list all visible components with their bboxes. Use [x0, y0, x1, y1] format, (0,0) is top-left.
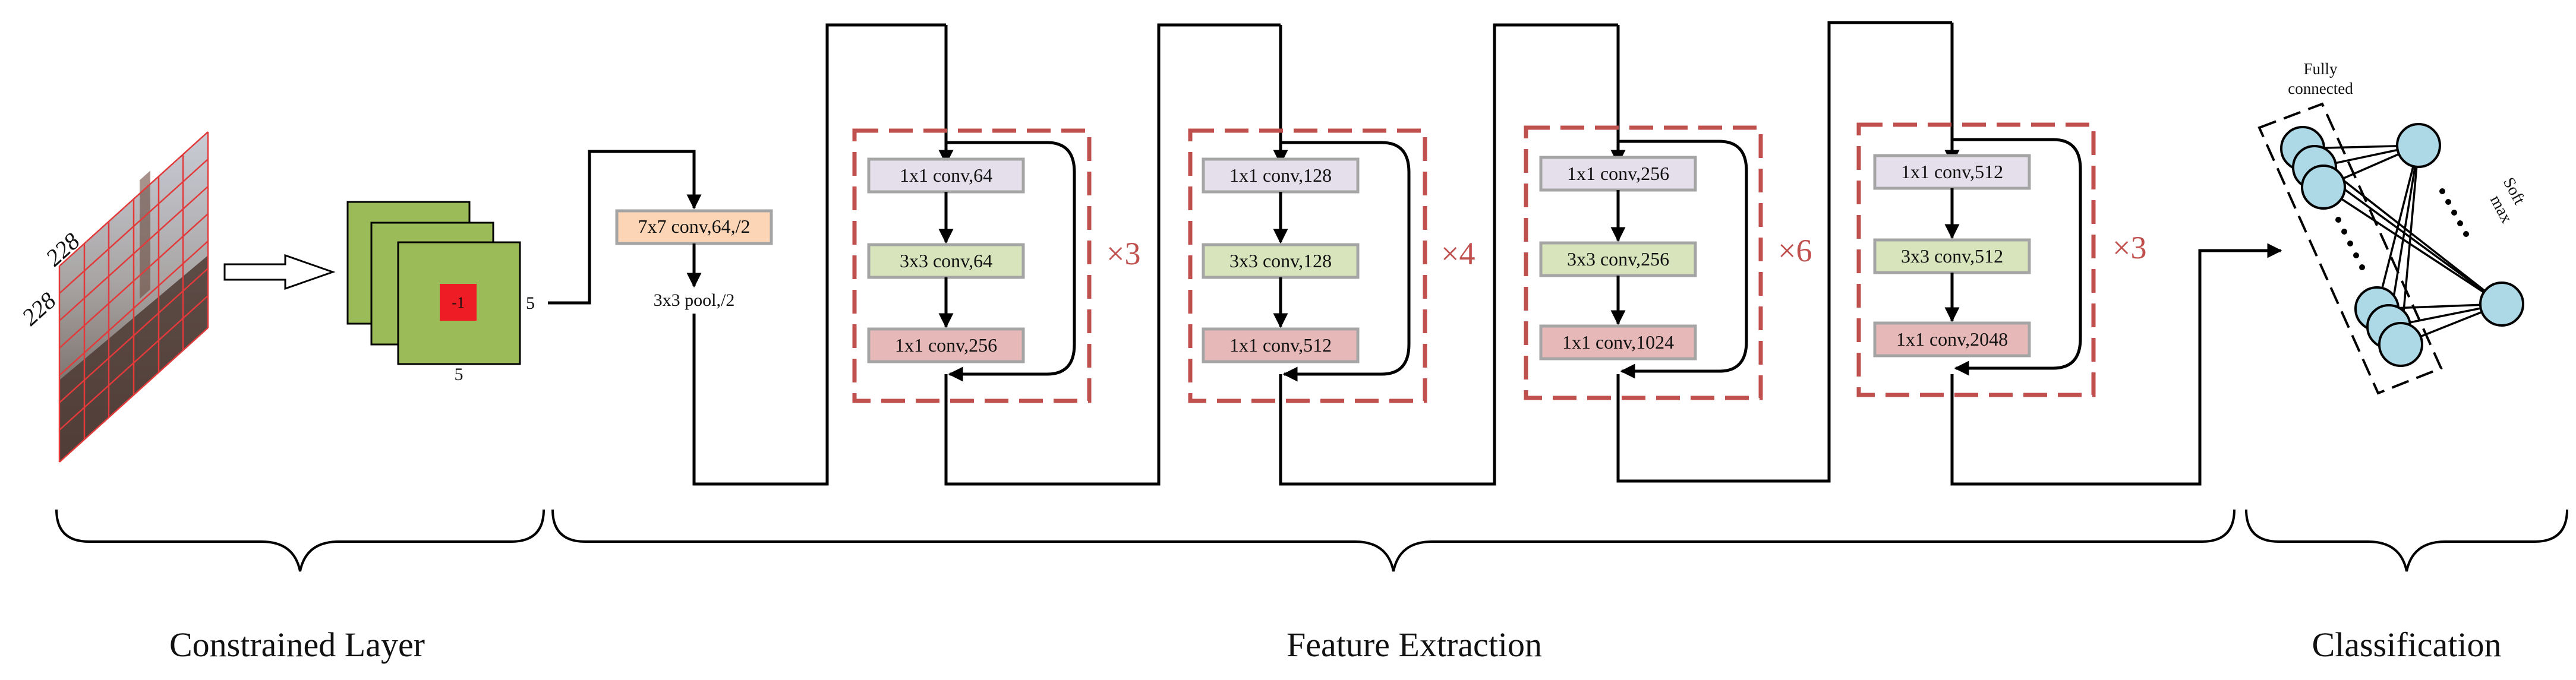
section-label-classification: Classification: [2312, 625, 2502, 664]
stage-4-layer-1-label: 1x1 conv,512: [1901, 161, 2003, 182]
stage-1-layer-3: [867, 327, 1025, 363]
fc-ellipsis-dots: [2335, 217, 2365, 270]
filter-width-label: 5: [455, 365, 464, 384]
filter-center-cell: [440, 284, 477, 321]
fc-label-line2: connected: [2288, 80, 2353, 97]
stage-2-layer-2-label: 3x3 conv,128: [1229, 250, 1332, 271]
input-grid: [58, 131, 209, 463]
section-braces: [55, 509, 2568, 572]
stage-4-layer-3: [1873, 321, 2031, 358]
stage-3-layer-1: [1539, 156, 1697, 192]
filter-height-label: 5: [526, 293, 535, 313]
stem-conv-box: [615, 209, 773, 245]
stage-3: 1x1 conv,256 3x3 conv,256 1x1 conv,1024 …: [1524, 125, 1812, 400]
stage-1-layer-1-label: 1x1 conv,64: [900, 165, 992, 186]
stem: 7x7 conv,64,/2 3x3 pool,/2: [548, 150, 773, 310]
stage-3-layer-3-label: 1x1 conv,1024: [1562, 331, 1674, 353]
stage-1-border: [852, 128, 1092, 403]
stage-2: 1x1 conv,128 3x3 conv,128 1x1 conv,512 ×…: [1188, 128, 1475, 403]
softmax-neuron-1: [2396, 123, 2441, 168]
stage-2-border: [1188, 128, 1427, 403]
brace-classification: [2245, 509, 2568, 572]
stage-1: 1x1 conv,64 3x3 conv,64 1x1 conv,256 ×3: [852, 128, 1140, 403]
stage-3-border: [1524, 125, 1763, 400]
stem-pool-label: 3x3 pool,/2: [654, 290, 735, 310]
stage-4-skip: [1952, 138, 2082, 376]
stage-3-skip: [1618, 140, 1748, 379]
fc-neuron-6: [2378, 322, 2423, 367]
stage-2-layer-3: [1202, 327, 1360, 363]
stage-1-layer-3-label: 1x1 conv,256: [895, 334, 997, 356]
stage-1-layer-2-label: 3x3 conv,64: [900, 250, 992, 271]
section-label-constrained: Constrained Layer: [169, 625, 425, 664]
stage-4: 1x1 conv,512 3x3 conv,512 1x1 conv,2048 …: [1856, 122, 2146, 397]
fc-neuron-3: [2301, 165, 2346, 210]
stage-4-repeat: ×3: [2112, 230, 2146, 265]
stage-4-border: [1856, 122, 2096, 397]
hollow-arrow-icon: [223, 254, 336, 290]
stage-3-layer-2-label: 3x3 conv,256: [1567, 248, 1669, 270]
stage-1-layer-2: [867, 243, 1025, 279]
classifier: Fully connected: [2257, 60, 2528, 395]
fc-label-line1: Fully: [2303, 60, 2338, 78]
constrained-filter-stack: -1 5 5: [346, 201, 535, 384]
stage-4-layer-3-label: 1x1 conv,2048: [1896, 328, 2008, 350]
softmax-neuron-2: [2479, 282, 2524, 327]
brace-features: [551, 509, 2236, 572]
fc-layer-box: [2257, 102, 2443, 395]
stage-2-layer-3-label: 1x1 conv,512: [1229, 334, 1332, 356]
stage-4-layer-2-label: 3x3 conv,512: [1901, 245, 2003, 267]
filter-center-value: -1: [452, 294, 465, 311]
stem-conv-label: 7x7 conv,64,/2: [638, 216, 750, 237]
stage-3-layer-3: [1539, 324, 1697, 360]
stage-1-skip: [946, 141, 1076, 382]
stage-2-repeat: ×4: [1441, 236, 1475, 271]
softmax-ellipsis-dots: [2439, 188, 2469, 237]
section-label-features: Feature Extraction: [1287, 625, 1542, 664]
stage-1-repeat: ×3: [1106, 236, 1140, 271]
stage-2-skip: [1281, 141, 1411, 382]
stage-3-repeat: ×6: [1778, 233, 1812, 268]
data-flow-wires: [692, 21, 2282, 486]
input-image: 228 228: [17, 131, 209, 463]
input-height-label: 228: [17, 287, 61, 331]
stage-3-layer-1-label: 1x1 conv,256: [1567, 163, 1669, 184]
brace-constrained: [55, 509, 545, 572]
stage-2-layer-1-label: 1x1 conv,128: [1229, 165, 1332, 186]
